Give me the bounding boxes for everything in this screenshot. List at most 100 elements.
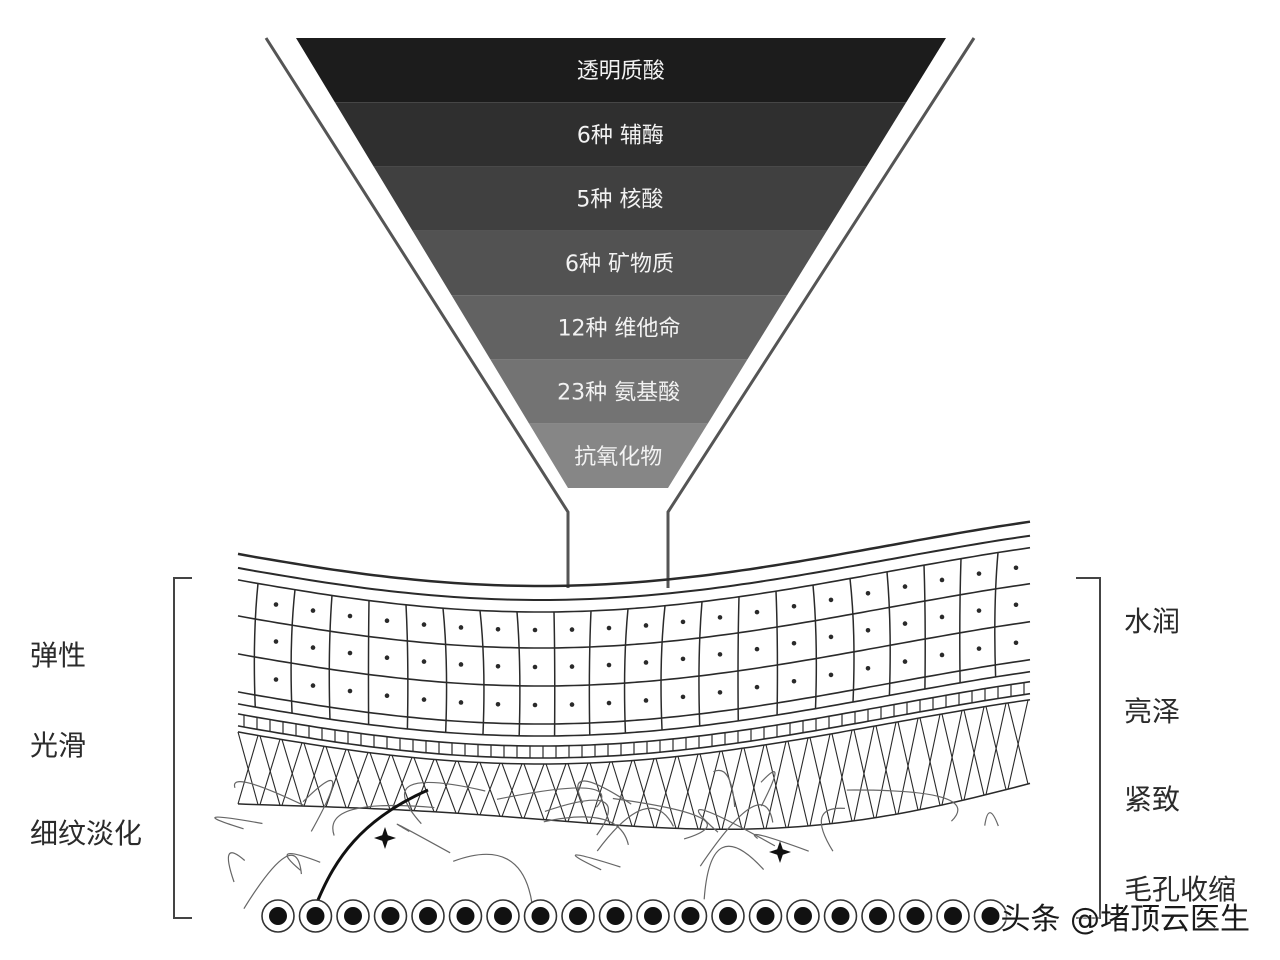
label-fine-lines: 细纹淡化 bbox=[30, 812, 142, 852]
cell-nucleus bbox=[274, 639, 279, 644]
cell-wall bbox=[699, 602, 702, 726]
cell-nucleus bbox=[385, 655, 390, 660]
cell-row-line bbox=[238, 622, 1030, 686]
cell-nucleus bbox=[681, 620, 686, 625]
fat-cell-nucleus bbox=[944, 907, 962, 925]
cell-nucleus bbox=[422, 659, 427, 664]
funnel-layer-label: 透明质酸 bbox=[577, 59, 665, 84]
cell-wall bbox=[554, 612, 555, 736]
cell-nucleus bbox=[607, 663, 612, 668]
cell-wall bbox=[254, 583, 258, 707]
cell-nucleus bbox=[718, 690, 723, 695]
elastin-fiber bbox=[497, 788, 602, 807]
cell-wall bbox=[924, 565, 925, 689]
cell-wall bbox=[406, 605, 408, 729]
cell-wall bbox=[589, 611, 591, 735]
cell-nucleus bbox=[977, 608, 982, 613]
cell-nucleus bbox=[533, 628, 538, 633]
cell-nucleus bbox=[459, 662, 464, 667]
cell-wall bbox=[960, 559, 961, 683]
cell-nucleus bbox=[866, 628, 871, 633]
elastin-fiber bbox=[545, 800, 609, 835]
cell-nucleus bbox=[496, 627, 501, 632]
cell-nucleus bbox=[644, 623, 649, 628]
elastin-fiber bbox=[453, 854, 532, 903]
cell-nucleus bbox=[570, 702, 575, 707]
cell-nucleus bbox=[903, 621, 908, 626]
cell-nucleus bbox=[385, 693, 390, 698]
skin-surface-line bbox=[238, 522, 1030, 586]
cell-nucleus bbox=[422, 697, 427, 702]
cell-nucleus bbox=[570, 664, 575, 669]
cell-nucleus bbox=[1014, 602, 1019, 607]
cell-wall bbox=[850, 579, 854, 703]
cell-nucleus bbox=[385, 618, 390, 623]
label-firm: 紧致 bbox=[1124, 778, 1180, 818]
cell-nucleus bbox=[755, 685, 760, 690]
cell-nucleus bbox=[829, 635, 834, 640]
cell-row-line bbox=[238, 672, 1030, 736]
fat-cell-nucleus bbox=[494, 907, 512, 925]
cell-nucleus bbox=[533, 665, 538, 670]
cell-wall bbox=[368, 601, 369, 725]
cell-nucleus bbox=[792, 641, 797, 646]
cell-wall bbox=[329, 595, 332, 719]
cell-wall bbox=[995, 553, 998, 677]
cell-nucleus bbox=[348, 689, 353, 694]
collagen-fiber bbox=[898, 718, 918, 814]
cell-nucleus bbox=[718, 615, 723, 620]
elastin-fiber bbox=[821, 808, 845, 851]
cell-nucleus bbox=[644, 660, 649, 665]
cell-row-line bbox=[238, 584, 1030, 648]
fat-cell-nucleus bbox=[344, 907, 362, 925]
cell-nucleus bbox=[311, 683, 316, 688]
cell-row-line bbox=[238, 548, 1030, 612]
cell-nucleus bbox=[977, 571, 982, 576]
fat-cell-nucleus bbox=[982, 907, 1000, 925]
cell-nucleus bbox=[1014, 640, 1019, 645]
cell-nucleus bbox=[496, 664, 501, 669]
funnel-layer-label: 6种 矿物质 bbox=[565, 252, 674, 277]
fat-cell-nucleus bbox=[719, 907, 737, 925]
elastin-fiber bbox=[234, 782, 303, 806]
cell-wall bbox=[625, 609, 628, 733]
cell-nucleus bbox=[940, 615, 945, 620]
elastin-fiber bbox=[287, 854, 320, 871]
elastin-fiber bbox=[704, 846, 763, 899]
dermis-line bbox=[238, 783, 1030, 829]
cell-nucleus bbox=[940, 653, 945, 658]
fat-cell-nucleus bbox=[607, 907, 625, 925]
funnel-layer-label: 12种 维他命 bbox=[558, 316, 681, 341]
cell-wall bbox=[887, 572, 890, 696]
cell-nucleus bbox=[829, 673, 834, 678]
fibroblast-icon bbox=[374, 827, 396, 849]
fat-cell-nucleus bbox=[457, 907, 475, 925]
cell-wall bbox=[291, 590, 295, 714]
label-elasticity: 弹性 bbox=[30, 634, 86, 674]
fat-cell-nucleus bbox=[644, 907, 662, 925]
cell-nucleus bbox=[570, 627, 575, 632]
fat-cell-nucleus bbox=[569, 907, 587, 925]
right-bracket bbox=[1076, 578, 1100, 918]
funnel-layer-label: 抗氧化物 bbox=[574, 445, 662, 470]
cell-nucleus bbox=[977, 646, 982, 651]
cell-wall bbox=[776, 591, 777, 715]
skin-cross-section bbox=[215, 522, 1030, 932]
cell-nucleus bbox=[903, 584, 908, 589]
elastin-fiber bbox=[575, 855, 620, 870]
cell-nucleus bbox=[311, 608, 316, 613]
cell-nucleus bbox=[829, 598, 834, 603]
cell-nucleus bbox=[681, 695, 686, 700]
watermark: 头条 @堵顶云医生 bbox=[1000, 894, 1250, 938]
cell-wall bbox=[443, 608, 447, 732]
fat-cell-nucleus bbox=[269, 907, 287, 925]
cell-nucleus bbox=[792, 604, 797, 609]
label-smooth: 光滑 bbox=[30, 724, 86, 764]
cell-wall bbox=[480, 611, 484, 735]
cell-wall bbox=[661, 606, 665, 730]
fat-cell-nucleus bbox=[907, 907, 925, 925]
cell-nucleus bbox=[311, 645, 316, 650]
cell-nucleus bbox=[1014, 565, 1019, 570]
cell-nucleus bbox=[459, 625, 464, 630]
